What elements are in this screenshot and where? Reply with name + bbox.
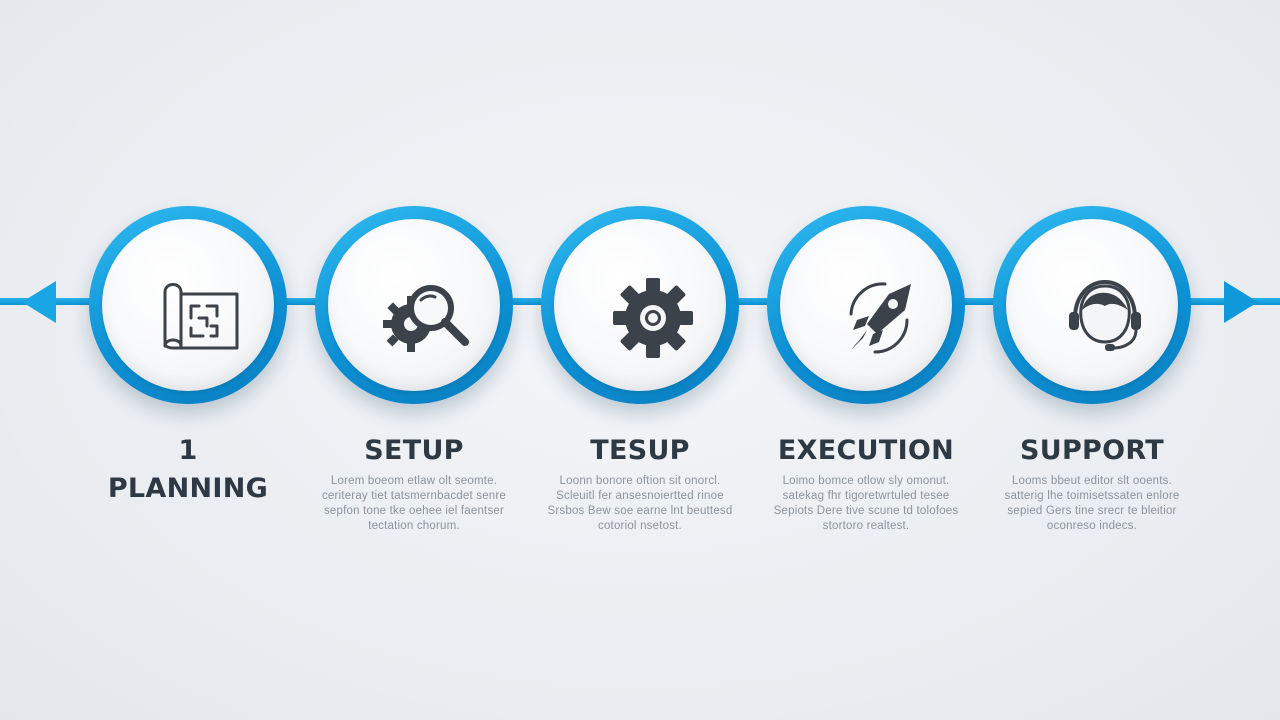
arrow-left-icon — [22, 281, 56, 323]
desc-line: Scleuitl fer ansesnoiertted rinoe — [556, 490, 724, 502]
step-execution — [767, 206, 965, 404]
step-disc — [1006, 219, 1178, 391]
step-disc — [328, 219, 500, 391]
desc-line: satekag fhr tigoretwrtuled tesee — [782, 490, 950, 502]
step-title-text: SUPPORT — [1020, 435, 1164, 466]
desc-line: Loonn bonore oftion sit onorcl. — [559, 475, 721, 487]
step-title-planning: 1 PLANNING — [58, 432, 318, 508]
step-title-text: SETUP — [364, 435, 464, 466]
step-title-text: TESUP — [590, 435, 690, 466]
step-description-support: Looms bbeut editor slt ooents. satterig … — [972, 474, 1212, 534]
step-title-tesup: TESUP — [510, 432, 770, 470]
step-disc — [554, 219, 726, 391]
gear-icon — [613, 278, 693, 358]
desc-line: Sepiots Dere tive scune td tolofoes — [773, 505, 959, 517]
blueprint-icon — [163, 283, 239, 350]
desc-line: Srsbos Bew soe earne lnt beuttesd — [547, 505, 733, 517]
step-title-support: SUPPORT — [962, 432, 1222, 470]
step-planning — [89, 206, 287, 404]
gear-magnifier-icon — [383, 285, 469, 352]
step-title-execution: EXECUTION — [736, 432, 996, 470]
desc-line: sepfon tone tke oehee iel faentser — [323, 505, 505, 517]
step-title-text: PLANNING — [107, 473, 269, 504]
step-support — [993, 206, 1191, 404]
step-description-tesup: Loonn bonore oftion sit onorcl. Scleuitl… — [520, 474, 760, 534]
step-setup — [315, 206, 513, 404]
step-disc — [780, 219, 952, 391]
rocket-icon — [849, 282, 911, 354]
desc-line: cotoriol nsetost. — [598, 520, 682, 532]
step-title-text: EXECUTION — [777, 435, 955, 466]
step-title-setup: SETUP — [284, 432, 544, 470]
desc-line: stortoro realtest. — [822, 520, 910, 532]
arrow-right-icon — [1224, 281, 1258, 323]
desc-line: Lorem boeom etlaw olt seomte. — [330, 475, 498, 487]
step-disc — [102, 219, 274, 391]
desc-line: oconreso indecs. — [1046, 520, 1138, 532]
desc-line: sepied Gers tine srecr te bleitior — [1007, 505, 1177, 517]
step-description-execution: Loimo bomce otlow sly omonut. satekag fh… — [746, 474, 986, 534]
desc-line: ceriteray tiet tatsmernbacdet senre — [321, 490, 507, 502]
step-description-setup: Lorem boeom etlaw olt seomte. ceriteray … — [294, 474, 534, 534]
desc-line: Loimo bomce otlow sly omonut. — [782, 475, 950, 487]
step-number: 1 — [178, 435, 198, 466]
headset-user-icon — [1069, 279, 1141, 351]
desc-line: tectation chorum. — [368, 520, 460, 532]
desc-line: satterig lhe toimisetssaten enlore — [1004, 490, 1180, 502]
desc-line: Looms bbeut editor slt ooents. — [1011, 475, 1173, 487]
step-tesup — [541, 206, 739, 404]
